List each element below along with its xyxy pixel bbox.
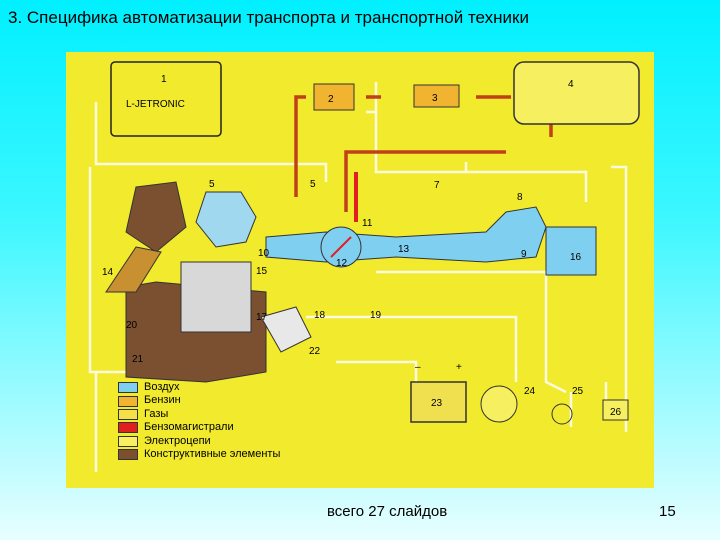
exhaust-pipe bbox=[105, 246, 162, 293]
label-23: 23 bbox=[431, 398, 443, 409]
air-filter bbox=[545, 226, 597, 276]
label-8: 8 bbox=[517, 192, 523, 203]
label-12: 12 bbox=[336, 258, 348, 269]
legend-swatch-structural bbox=[118, 449, 138, 461]
legend-label-air: Воздух bbox=[144, 381, 180, 393]
throttle-flap bbox=[330, 236, 352, 258]
label-24: 24 bbox=[524, 386, 536, 397]
label-17: 17 bbox=[256, 312, 268, 323]
label-7: 7 bbox=[434, 180, 440, 191]
battery-minus-sign: – bbox=[415, 362, 421, 373]
label-2: 2 bbox=[328, 94, 334, 105]
label-5b: 5 bbox=[310, 179, 316, 190]
label-5a: 5 bbox=[209, 179, 215, 190]
fuse-block bbox=[602, 399, 629, 421]
fuel-pump bbox=[413, 84, 460, 108]
fuel-lines bbox=[294, 95, 553, 212]
label-l-jetronic: L-JETRONIC bbox=[126, 99, 185, 110]
label-3: 3 bbox=[432, 93, 438, 104]
page-number: 15 bbox=[659, 503, 676, 520]
battery bbox=[410, 381, 467, 423]
diagram-drawing: 1 L-JETRONIC 2 3 4 – + bbox=[88, 61, 640, 472]
slide-title: 3. Специфика автоматизации транспорта и … bbox=[8, 8, 529, 27]
legend-row-fuel-lines: Бензомагистрали bbox=[118, 421, 280, 434]
legend-label-structural: Конструктивные элементы bbox=[144, 447, 281, 460]
legend-row-structural: Конструктивные элементы bbox=[118, 448, 280, 461]
intake-manifold bbox=[195, 191, 257, 248]
label-26: 26 bbox=[610, 407, 622, 418]
fuel-filter bbox=[313, 83, 355, 111]
electric-wires bbox=[88, 82, 628, 472]
legend-row-electric: Электроцепи bbox=[118, 435, 280, 448]
label-18: 18 bbox=[314, 310, 326, 321]
legend-label-electric: Электроцепи bbox=[144, 434, 211, 447]
legend-row-air: Воздух bbox=[118, 381, 280, 394]
label-14: 14 bbox=[102, 267, 114, 278]
label-1: 1 bbox=[161, 74, 167, 85]
label-13: 13 bbox=[398, 244, 410, 255]
label-21: 21 bbox=[132, 354, 144, 365]
label-11: 11 bbox=[362, 218, 373, 229]
label-10: 10 bbox=[258, 248, 270, 259]
legend-label-fuel-lines: Бензомагистрали bbox=[144, 421, 234, 434]
engine-cylinder bbox=[180, 261, 252, 333]
legend-label-petrol: Бензин bbox=[144, 394, 181, 407]
fuel-injection-diagram: 1 L-JETRONIC 2 3 4 – + bbox=[66, 52, 654, 488]
label-16: 16 bbox=[570, 252, 582, 263]
label-20: 20 bbox=[126, 320, 138, 331]
label-22: 22 bbox=[309, 346, 321, 357]
label-25: 25 bbox=[572, 386, 584, 397]
legend: Воздух Бензин Газы Бензомагистрали Элект… bbox=[118, 381, 280, 461]
legend-swatch-fuel-lines bbox=[118, 422, 138, 434]
ignition-switch bbox=[551, 403, 573, 425]
label-4: 4 bbox=[568, 79, 574, 90]
ignition-distributor bbox=[260, 306, 312, 353]
legend-swatch-petrol bbox=[118, 395, 138, 407]
component-labels: 5 5 7 8 9 10 11 12 13 14 15 16 17 18 19 … bbox=[102, 179, 622, 418]
legend-label-gases: Газы bbox=[144, 407, 169, 420]
slide-count: всего 27 слайдов bbox=[327, 503, 448, 520]
legend-swatch-gases bbox=[118, 408, 138, 420]
legend-row-petrol: Бензин bbox=[118, 394, 280, 407]
legend-row-gases: Газы bbox=[118, 408, 280, 421]
label-15: 15 bbox=[256, 266, 268, 277]
legend-swatch-air bbox=[118, 382, 138, 394]
legend-swatch-electric bbox=[118, 435, 138, 447]
relay-24 bbox=[480, 385, 518, 423]
label-19: 19 bbox=[370, 310, 382, 321]
control-unit-box bbox=[110, 61, 222, 137]
exhaust-manifold bbox=[125, 181, 187, 253]
label-9: 9 bbox=[521, 249, 527, 260]
fuel-tank bbox=[513, 61, 640, 125]
battery-plus-sign: + bbox=[456, 362, 462, 373]
